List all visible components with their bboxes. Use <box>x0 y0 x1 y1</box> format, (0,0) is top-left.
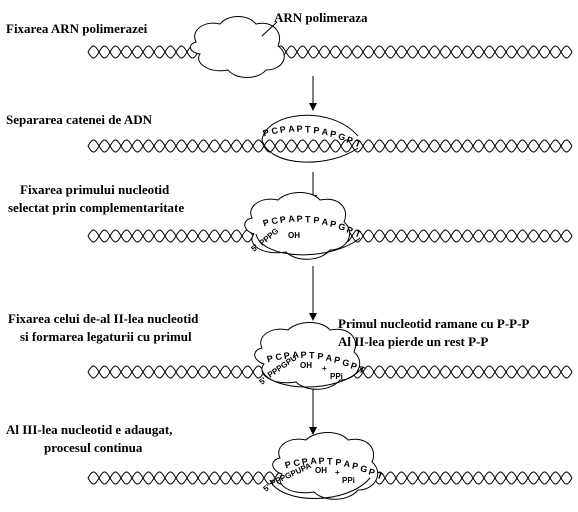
template-base: P <box>335 457 342 467</box>
template-base: G <box>341 357 350 368</box>
template-base: C <box>270 215 279 226</box>
template-base: P <box>284 459 293 470</box>
dna-bubble-4 <box>261 367 363 388</box>
template-base: T <box>353 138 362 149</box>
dna-helix-2 <box>87 139 573 153</box>
ppi-5: PPi <box>342 476 355 485</box>
polymerase-cloud-4 <box>254 322 361 390</box>
template-base: P <box>296 124 303 134</box>
template-base: P <box>329 129 337 140</box>
plus-sign-4: + <box>322 364 327 373</box>
enzyme-pointer-line <box>261 21 278 37</box>
template-base: P <box>266 353 275 364</box>
template-base: A <box>325 353 333 364</box>
note-line2: Al II-lea pierde un rest P-P <box>338 334 488 349</box>
template-base: P <box>367 466 376 477</box>
template-base: P <box>313 125 320 135</box>
template-base: P <box>262 127 271 138</box>
dna-bubble-5 <box>269 477 371 499</box>
template-base: T <box>305 214 311 224</box>
step1-label: Fixarea ARN polimerazei <box>6 21 148 36</box>
ppi-4: PPi <box>330 372 343 381</box>
template-base: P <box>279 214 287 225</box>
template-base: P <box>279 124 287 135</box>
plus-sign-5: + <box>335 468 340 477</box>
template-base: P <box>317 351 324 361</box>
oh-end-3: OH <box>288 231 300 240</box>
template-base: A <box>321 127 329 138</box>
template-base: P <box>300 350 307 360</box>
template-base: T <box>375 470 384 481</box>
template-base: C <box>270 125 279 136</box>
template-base: P <box>349 360 358 371</box>
dna-bubble-2 <box>261 114 359 163</box>
step3-label-line2: selectat prin complementaritate <box>8 200 184 215</box>
polymerase-cloud-3 <box>244 192 351 260</box>
template-base: P <box>351 461 359 472</box>
note-line1: Primul nucleotid ramane cu P-P-P <box>338 316 529 331</box>
template-base: P <box>296 214 303 224</box>
oh-end-5: OH <box>315 466 327 475</box>
dna-strand-b <box>87 45 573 59</box>
five-prime-label-5: 5' <box>262 482 273 493</box>
step2-label: Separarea catenei de ADN <box>6 112 153 127</box>
template-base: C <box>274 351 283 362</box>
template-base: A <box>292 350 300 361</box>
template-base: P <box>283 350 291 361</box>
step4-label-line2: si formarea legaturii cu primul <box>20 329 192 344</box>
template-base: P <box>301 456 309 467</box>
enzyme-label: ARN polimeraza <box>274 10 368 25</box>
template-base: C <box>292 457 301 468</box>
template-base: A <box>288 124 296 135</box>
template-base: G <box>359 463 368 474</box>
template-base: A <box>343 459 351 470</box>
template-base: T <box>309 350 315 360</box>
template-base: T <box>327 456 333 466</box>
dna-strand-b <box>87 139 573 153</box>
dna-bubble-3 <box>255 233 361 256</box>
template-base: G <box>337 131 346 142</box>
step3-label-line1: Fixarea primului nucleotid <box>20 182 170 197</box>
step5-label-line1: Al III-lea nucleotid e adaugat, <box>6 422 172 437</box>
template-base: T <box>357 364 366 375</box>
template-base: P <box>329 219 337 230</box>
template-base: P <box>313 215 320 225</box>
template-base: T <box>305 124 311 134</box>
step4-label-line1: Fixarea celui de-al II-lea nucleotid <box>8 311 199 326</box>
template-base: T <box>353 228 362 239</box>
template-base: G <box>337 221 346 232</box>
template-base: P <box>345 134 354 145</box>
template-base: P <box>345 224 354 235</box>
template-base: P <box>333 355 341 366</box>
polymerase-cloud-1 <box>190 16 285 78</box>
polymerase-cloud-5 <box>272 432 379 500</box>
template-base: A <box>310 456 318 467</box>
template-base: P <box>318 456 325 466</box>
oh-end-4: OH <box>300 361 312 370</box>
five-prime-label-3: 5' <box>250 242 261 253</box>
step5-label-line2: procesul continua <box>44 440 143 455</box>
template-base: P <box>262 217 271 228</box>
template-base: A <box>288 214 296 225</box>
template-base: A <box>321 217 329 228</box>
five-prime-label-4: 5' <box>258 375 269 386</box>
dna-helix-1 <box>87 45 573 59</box>
